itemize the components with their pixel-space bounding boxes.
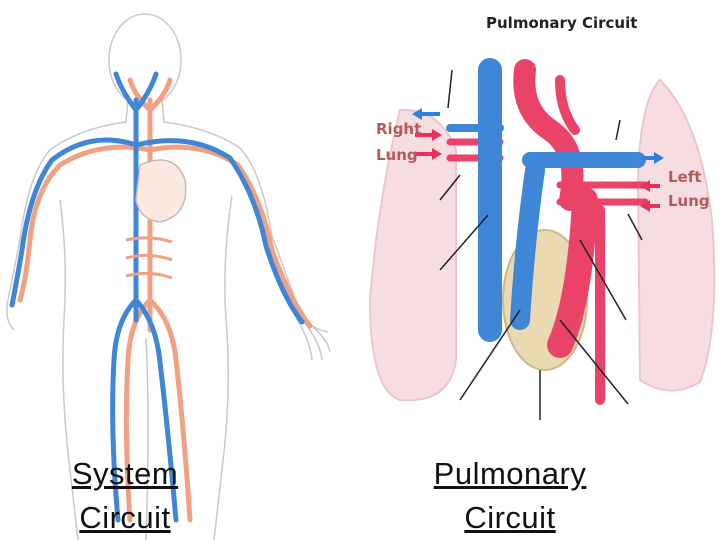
systemic-veins: [9, 71, 305, 523]
pulmonary-diagram-title: Pulmonary Circuit: [486, 14, 637, 32]
systemic-circuit-figure: [6, 13, 331, 540]
right-lung-label-line1: Right: [376, 120, 421, 138]
pulmonary-circuit-figure: Pulmonary Circuit Right Lung Left Lung: [360, 0, 720, 540]
right-lung-label-line2: Lung: [376, 146, 418, 164]
left-lung: [636, 78, 716, 392]
pulmonary-arteries: [446, 58, 646, 342]
pulmonary-diagram: Pulmonary Circuit Right Lung Left Lung: [368, 14, 716, 420]
body-circulation-illustration: [6, 13, 331, 540]
system-circuit-caption: System Circuit: [71, 456, 179, 535]
left-lung-label-line1: Left: [668, 168, 701, 186]
flow-arrows: [412, 108, 664, 212]
pulmonary-circuit-caption: Pulmonary Circuit: [433, 456, 587, 535]
heart-sketch: [135, 159, 187, 223]
leader-lines: [439, 69, 643, 420]
pulmonary-veins: [446, 59, 649, 405]
left-lung-label-line2: Lung: [668, 192, 710, 210]
ribs: [125, 236, 173, 280]
